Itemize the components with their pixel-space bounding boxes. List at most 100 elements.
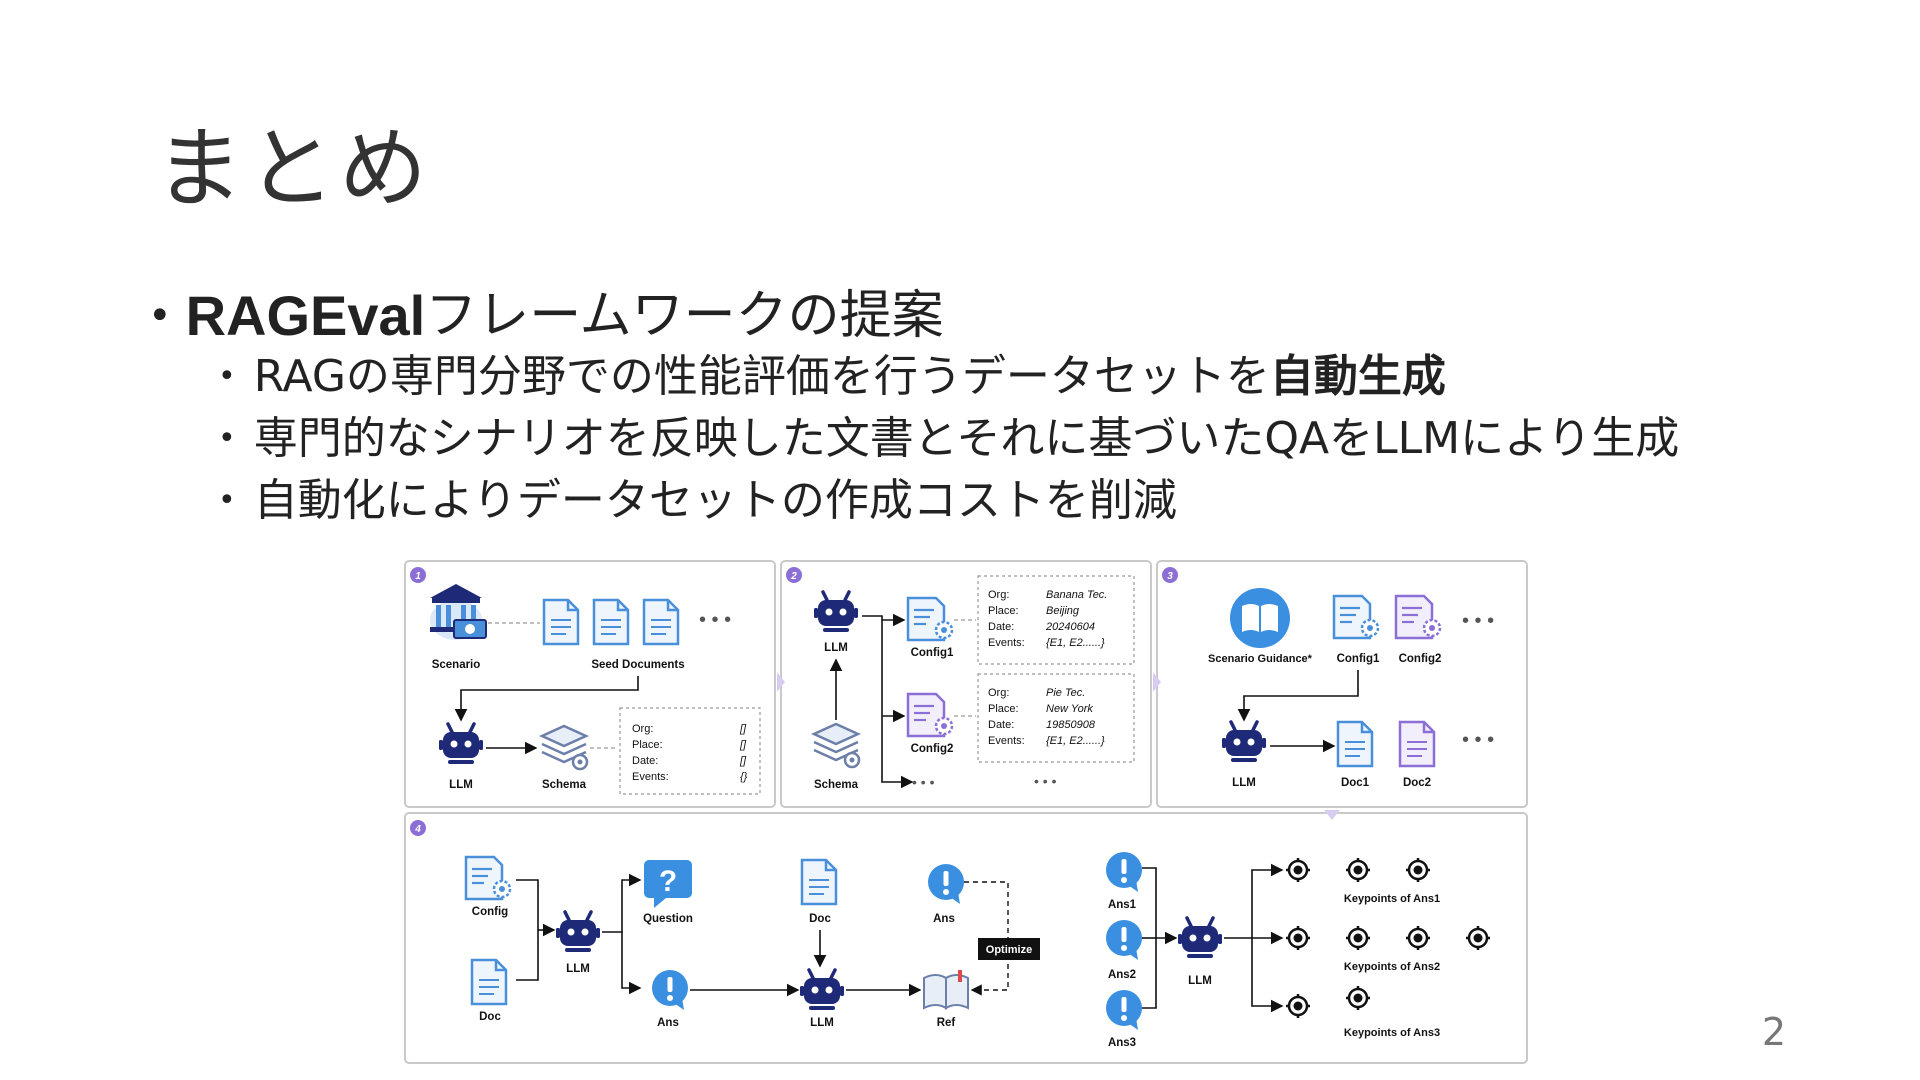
- bullet-main: • RAGEval フレームワークの提案: [148, 284, 1679, 347]
- label-doc1: Doc1: [1341, 777, 1370, 789]
- field-label: Place:: [988, 605, 1019, 617]
- schema-box: [619, 707, 761, 795]
- bullet-sub-1-text: RAGの専門分野での性能評価を行うデータセットを: [253, 351, 1270, 402]
- label-config: Config: [472, 906, 508, 918]
- step-number: 1: [415, 571, 421, 582]
- label-doc: Doc: [809, 913, 831, 925]
- step-number: 3: [1167, 571, 1173, 582]
- field-label: Org:: [632, 723, 653, 735]
- label-llm: LLM: [1232, 777, 1256, 789]
- optimize-label-box: [978, 938, 1040, 960]
- ellipsis: • • •: [912, 774, 935, 790]
- field-label: Events:: [988, 637, 1025, 649]
- bullet-sub-1-bold: 自動生成: [1269, 351, 1446, 402]
- step-badge: [410, 820, 426, 836]
- field-label: Events:: [988, 735, 1025, 747]
- label-config2: Config2: [911, 743, 954, 755]
- label-question: Question: [643, 913, 693, 925]
- field-value: 20240604: [1045, 621, 1095, 633]
- field-value: []: [739, 755, 747, 767]
- ellipsis: • • •: [1034, 773, 1057, 789]
- ellipsis: • • •: [1462, 729, 1494, 751]
- field-label: Date:: [988, 621, 1014, 633]
- label-schema: Schema: [542, 779, 587, 791]
- label-llm: LLM: [566, 963, 590, 975]
- book-icon: [923, 970, 969, 1010]
- label-ans: Ans: [657, 1017, 679, 1029]
- label-schema: Schema: [814, 779, 859, 791]
- ellipsis: • • •: [699, 609, 731, 631]
- label-keypoints-ans1: Keypoints of Ans1: [1344, 893, 1440, 905]
- ragevel-pipeline-figure: 1 2 3 4 Scenario • • • Seed Documents LL…: [404, 560, 1528, 1066]
- field-value: []: [739, 723, 747, 735]
- label-config1: Config1: [1337, 653, 1380, 665]
- field-label: Place:: [632, 739, 663, 751]
- chevron-right-icon: [1153, 672, 1161, 692]
- label-ans2: Ans2: [1108, 969, 1136, 981]
- document-icon: [470, 958, 508, 1006]
- label-scenario-guidance: Scenario Guidance*: [1208, 653, 1313, 665]
- label-ref: Ref: [937, 1017, 956, 1029]
- bullet-sub-2-text: 専門的なシナリオを反映した文書とそれに基づいたQAをLLMにより生成: [253, 413, 1680, 464]
- field-value: Banana Tec.: [1046, 589, 1107, 601]
- label-llm: LLM: [810, 1017, 834, 1029]
- field-label: Date:: [988, 719, 1014, 731]
- field-value: 19850908: [1046, 719, 1096, 731]
- book-icon: [1230, 588, 1290, 648]
- field-label: Events:: [632, 771, 669, 783]
- label-llm: LLM: [1188, 975, 1212, 987]
- bullet-dot: •: [218, 483, 236, 518]
- label-config1: Config1: [911, 647, 954, 659]
- step-number: 2: [790, 571, 797, 582]
- field-value: []: [739, 739, 747, 751]
- step-badge: [410, 567, 426, 583]
- document-icon: [1336, 720, 1374, 768]
- step-number: 4: [414, 824, 421, 835]
- document-icon: [1398, 720, 1436, 768]
- bank-icon: [430, 584, 487, 640]
- field-value: New York: [1046, 703, 1093, 715]
- svg-text:?: ?: [659, 865, 677, 898]
- step-badge: [1162, 567, 1178, 583]
- field-label: Org:: [988, 589, 1009, 601]
- field-label: Org:: [988, 687, 1009, 699]
- bullet-sub-1: • RAGの専門分野での性能評価を行うデータセットを自動生成: [218, 346, 1679, 408]
- bullet-sub-3-text: 自動化によりデータセットの作成コストを削減: [253, 475, 1177, 526]
- field-value: Beijing: [1046, 605, 1080, 617]
- bullet-dot: •: [148, 293, 172, 339]
- label-ans3: Ans3: [1108, 1037, 1136, 1049]
- label-ans: Ans: [933, 913, 955, 925]
- chevron-right-icon: [777, 672, 785, 692]
- label-llm: LLM: [824, 642, 848, 654]
- document-icon: [592, 598, 630, 646]
- bullet-main-text: フレームワークの提案: [425, 286, 944, 346]
- label-ans1: Ans1: [1108, 899, 1137, 911]
- bullet-main-bold: RAGEval: [185, 284, 426, 347]
- label-keypoints-ans3: Keypoints of Ans3: [1344, 1027, 1440, 1039]
- field-value: {E1, E2......}: [1046, 735, 1105, 747]
- document-icon: [542, 598, 580, 646]
- label-optimize: Optimize: [986, 944, 1032, 956]
- bullet-dot: •: [218, 359, 236, 394]
- config1-box: [977, 575, 1135, 665]
- step-badge: [786, 567, 802, 583]
- label-config2: Config2: [1399, 653, 1442, 665]
- bullet-sub-2: • 専門的なシナリオを反映した文書とそれに基づいたQAをLLMにより生成: [218, 408, 1679, 470]
- label-llm: LLM: [449, 779, 473, 791]
- question-bubble-icon: ?: [644, 860, 692, 908]
- bullet-dot: •: [218, 421, 236, 456]
- document-icon: [642, 598, 680, 646]
- page-number: 2: [1761, 1010, 1786, 1054]
- label-keypoints-ans2: Keypoints of Ans2: [1344, 961, 1440, 973]
- field-value: {}: [740, 771, 748, 783]
- document-icon: [800, 858, 838, 906]
- bullet-sub-3: • 自動化によりデータセットの作成コストを削減: [218, 470, 1679, 532]
- label-seed-documents: Seed Documents: [591, 659, 684, 671]
- slide-title: まとめ: [155, 117, 432, 220]
- field-label: Date:: [632, 755, 658, 767]
- field-value: {E1, E2......}: [1046, 637, 1105, 649]
- label-doc: Doc: [479, 1011, 501, 1023]
- bullet-list: • RAGEval フレームワークの提案 • RAGの専門分野での性能評価を行う…: [148, 286, 1679, 532]
- label-scenario: Scenario: [432, 659, 481, 671]
- field-label: Place:: [988, 703, 1019, 715]
